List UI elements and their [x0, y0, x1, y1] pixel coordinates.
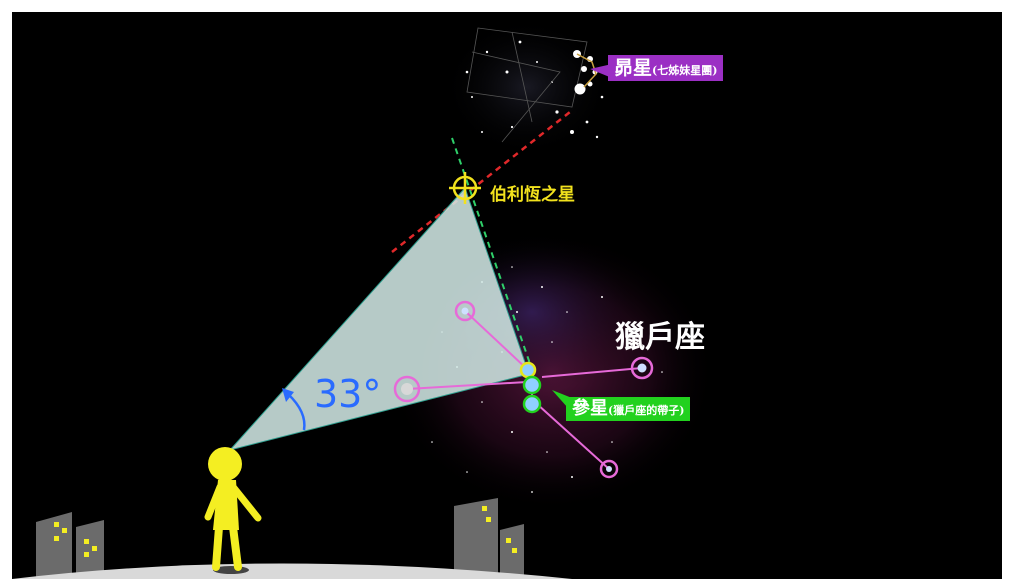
- ground-hill: [12, 563, 572, 579]
- pleiades-outline: [576, 53, 597, 88]
- pleiades-glow: [442, 17, 612, 157]
- angle-arc: [287, 393, 306, 431]
- view-cone: [228, 187, 530, 451]
- pleiades-sub-text: (七姊妹星團): [652, 64, 718, 77]
- taurus-lines: [466, 27, 588, 143]
- angle-label: 33°: [314, 372, 382, 416]
- orion-belt: [519, 361, 542, 414]
- red-guide-line: [391, 111, 571, 253]
- belt-main-text: 參星: [572, 398, 608, 419]
- pleiades-label: 昴星(七姊妹星團): [608, 55, 724, 81]
- pleiades-pointer: [590, 64, 612, 78]
- night-sky-scene: 昴星(七姊妹星團) 伯利恆之星 獵戶座 參星(獵戶座的帶子) 33°: [12, 12, 1002, 579]
- diagram-svg: [12, 17, 717, 579]
- orion-stars: [401, 307, 647, 472]
- crosshair-icon: [449, 172, 481, 204]
- building-right: [454, 498, 524, 579]
- belt-label: 參星(獵戶座的帶子): [566, 397, 691, 421]
- pleiades-main-text: 昴星: [614, 57, 653, 79]
- person-figure: [204, 447, 262, 574]
- bethlehem-star-label: 伯利恆之星: [490, 185, 575, 205]
- orion-star-rings: [393, 300, 654, 479]
- angle-arrowhead: [282, 388, 294, 402]
- building-left: [36, 512, 104, 579]
- orion-title: 獵戶座: [615, 320, 705, 355]
- belt-sub-text: (獵戶座的帶子): [608, 404, 685, 417]
